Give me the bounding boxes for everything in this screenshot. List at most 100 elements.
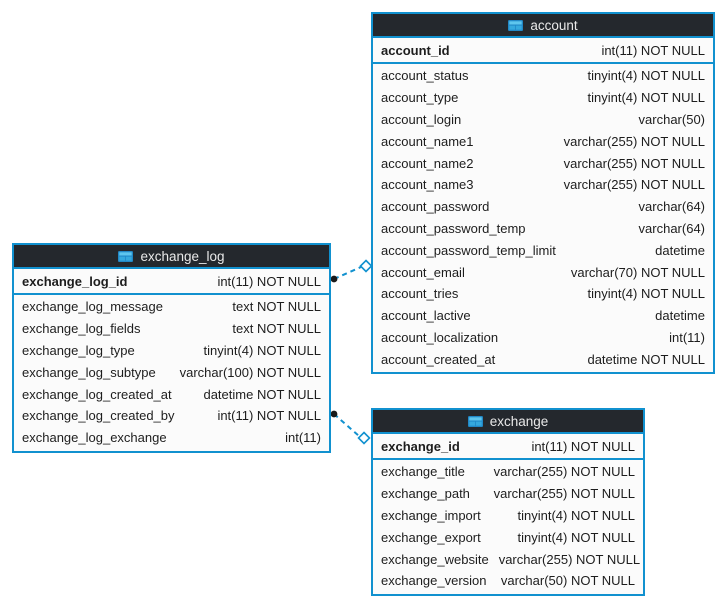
column-name: account_status [381, 68, 469, 84]
table-column-row[interactable]: exchange_log_type tinyint(4) NOT NULL [14, 340, 329, 362]
table-title: exchange [489, 413, 549, 429]
column-type: tinyint(4) NOT NULL [587, 286, 705, 302]
column-name: exchange_website [381, 551, 489, 567]
relation-exchange-log-account[interactable] [330, 259, 373, 283]
column-type: varchar(70) NOT NULL [570, 264, 705, 280]
table-account[interactable]: account account_id int(11) NOT NULL acco… [371, 12, 715, 375]
column-type: int(11) NOT NULL [217, 273, 321, 289]
primary-key-row[interactable]: account_id int(11) NOT NULL [373, 38, 713, 64]
column-type: varchar(255) NOT NULL [563, 133, 705, 149]
table-grid-icon [467, 415, 483, 427]
column-type: tinyint(4) NOT NULL [203, 342, 321, 358]
column-type: datetime [655, 242, 705, 258]
column-type: int(11) NOT NULL [217, 408, 321, 424]
column-type: tinyint(4) NOT NULL [517, 529, 635, 545]
column-name: account_tries [381, 286, 459, 302]
column-type: varchar(255) NOT NULL [563, 177, 705, 193]
primary-key-row[interactable]: exchange_log_id int(11) NOT NULL [14, 269, 329, 295]
column-type: int(11) NOT NULL [531, 438, 635, 454]
column-type: tinyint(4) NOT NULL [587, 68, 705, 84]
table-grid-icon [118, 250, 134, 262]
column-type: datetime NOT NULL [203, 386, 321, 402]
table-column-row[interactable]: account_name3 varchar(255) NOT NULL [373, 174, 713, 196]
dot-icon [330, 275, 338, 283]
column-type: datetime NOT NULL [587, 351, 705, 367]
table-exchange[interactable]: exchange exchange_id int(11) NOT NULL ex… [371, 408, 645, 596]
column-name: account_created_at [381, 351, 496, 367]
column-name: exchange_title [381, 464, 465, 480]
table-column-row[interactable]: account_name1 varchar(255) NOT NULL [373, 130, 713, 152]
column-type: int(11) [669, 329, 705, 345]
diamond-icon [357, 431, 371, 445]
diamond-icon [359, 259, 373, 273]
table-column-row[interactable]: account_created_at datetime NOT NULL [373, 348, 713, 370]
column-type: tinyint(4) NOT NULL [517, 507, 635, 523]
column-type: varchar(50) [638, 111, 705, 127]
table-column-row[interactable]: exchange_log_created_by int(11) NOT NULL [14, 405, 329, 427]
dot-icon [330, 410, 338, 418]
table-column-row[interactable]: account_localization int(11) [373, 327, 713, 349]
table-title: account [530, 17, 578, 33]
column-name: exchange_log_created_at [22, 386, 172, 402]
table-column-row[interactable]: exchange_log_subtype varchar(100) NOT NUL… [14, 361, 329, 383]
column-name: exchange_log_subtype [22, 364, 156, 380]
column-name: exchange_version [381, 573, 487, 589]
column-name: exchange_id [381, 438, 460, 454]
column-type: varchar(255) NOT NULL [493, 486, 635, 502]
column-type: tinyint(4) NOT NULL [587, 90, 705, 106]
column-type: datetime [655, 308, 705, 324]
table-exchange-log[interactable]: exchange_log exchange_log_id int(11) NOT… [12, 243, 331, 453]
primary-key-row[interactable]: exchange_id int(11) NOT NULL [373, 434, 643, 460]
column-type: varchar(255) NOT NULL [563, 155, 705, 171]
column-type: text NOT NULL [232, 299, 321, 315]
column-type: varchar(255) NOT NULL [498, 551, 641, 567]
table-column-row[interactable]: exchange_website varchar(255) NOT NULL [373, 548, 643, 570]
relation-exchange-log-exchange[interactable] [330, 410, 371, 445]
column-type: int(11) NOT NULL [601, 42, 705, 58]
table-column-row[interactable]: exchange_log_created_at datetime NOT NULL [14, 383, 329, 405]
relation-dashed-line[interactable] [333, 413, 360, 437]
column-name: account_password_temp_limit [381, 242, 556, 258]
column-name: account_login [381, 111, 462, 127]
table-column-row[interactable]: account_password_temp_limit datetime [373, 239, 713, 261]
table-header[interactable]: exchange_log [14, 245, 329, 269]
table-column-row[interactable]: account_email varchar(70) NOT NULL [373, 261, 713, 283]
column-name: account_localization [381, 329, 499, 345]
table-header[interactable]: exchange [373, 410, 643, 434]
column-name: account_name1 [381, 133, 474, 149]
column-type: int(11) [285, 430, 321, 446]
table-column-row[interactable]: account_login varchar(50) [373, 109, 713, 131]
column-name: account_id [381, 42, 450, 58]
table-title: exchange_log [140, 248, 225, 264]
column-name: account_name3 [381, 177, 474, 193]
table-column-row[interactable]: account_tries tinyint(4) NOT NULL [373, 283, 713, 305]
column-name: account_email [381, 264, 465, 280]
column-name: exchange_log_created_by [22, 408, 175, 424]
column-name: exchange_path [381, 486, 470, 502]
column-name: account_lactive [381, 308, 471, 324]
column-type: varchar(64) [638, 199, 705, 215]
table-header[interactable]: account [373, 14, 713, 38]
column-type: varchar(100) NOT NULL [179, 364, 321, 380]
table-column-row[interactable]: exchange_path varchar(255) NOT NULL [373, 483, 643, 505]
column-name: exchange_log_fields [22, 321, 141, 337]
table-column-row[interactable]: account_status tinyint(4) NOT NULL [373, 65, 713, 87]
relation-dashed-line[interactable] [333, 266, 362, 280]
column-name: exchange_log_type [22, 342, 135, 358]
table-column-row[interactable]: account_lactive datetime [373, 305, 713, 327]
